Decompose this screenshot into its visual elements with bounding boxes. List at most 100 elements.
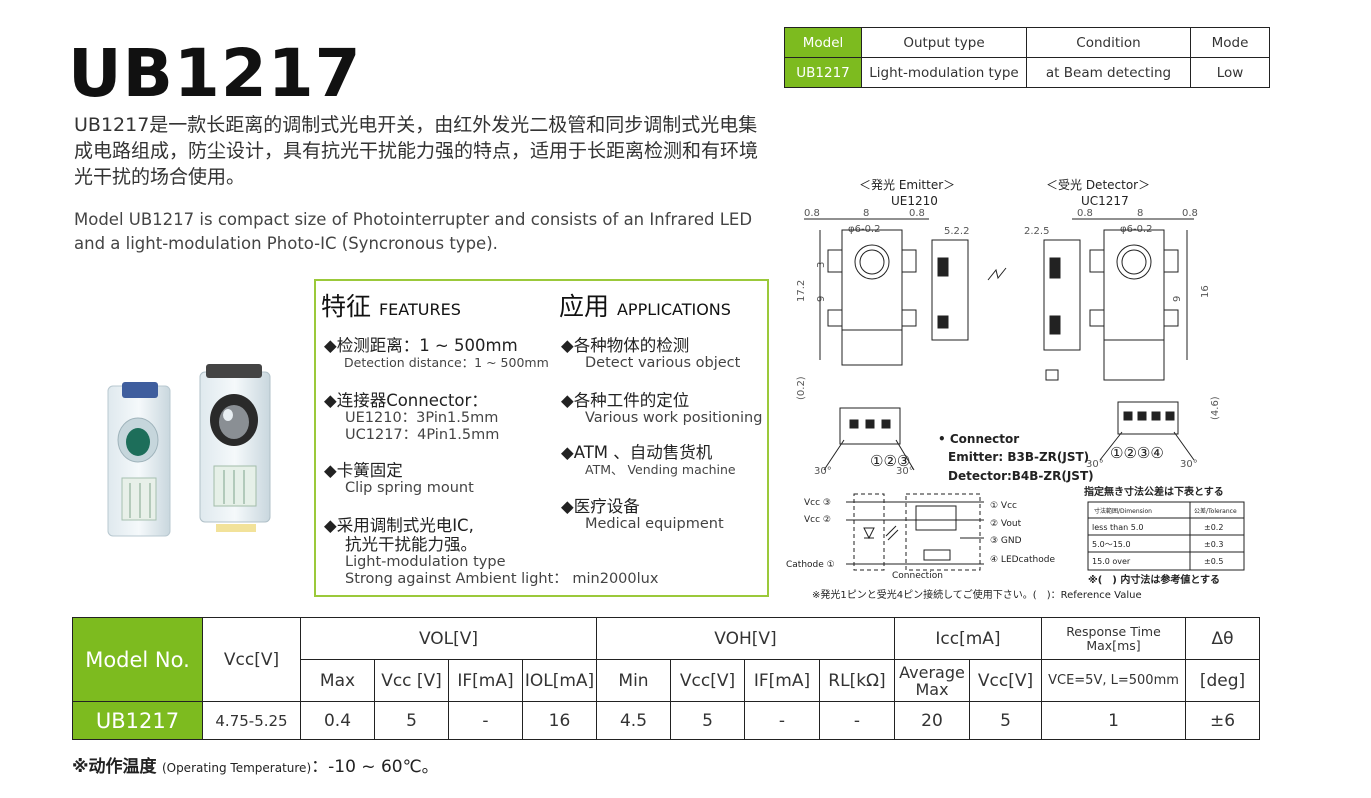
applications-heading: 应用 APPLICATIONS — [559, 292, 731, 325]
tolerance-title: 指定無き寸法公差は下表とする — [1084, 485, 1224, 498]
table-cell: - — [819, 701, 895, 740]
circuit-label: ② Vout — [990, 519, 1022, 529]
dim-label: 17.2 — [796, 280, 807, 302]
circuit-label: ① Vcc — [990, 501, 1017, 511]
feature-cn: 抗光干扰能力强。 — [345, 535, 477, 554]
operating-temperature-note: ※动作温度 (Operating Temperature)：-10 ~ 60℃。 — [72, 752, 439, 777]
connector-detector: Detector:B4B-ZR(JST) — [948, 469, 1094, 483]
header-voh: VOH[V] — [596, 617, 895, 660]
description-chinese: UB1217是一款长距离的调制式光电开关，由红外发光二极管和同步调制式光电集成电… — [74, 114, 759, 188]
table-cell: 4.75-5.25 — [202, 701, 301, 740]
table-cell: 0.4 — [300, 701, 375, 740]
tolerance-head: 寸法範囲/Dimension — [1094, 507, 1152, 515]
header-delta-theta: Δθ — [1185, 617, 1260, 660]
application-en: ATM、 Vending machine — [585, 462, 736, 477]
tolerance-cell: ±0.3 — [1204, 540, 1223, 549]
feature-cn: ◆卡簧固定 — [324, 461, 403, 480]
dim-label: 2.2.5 — [1024, 226, 1049, 237]
dim-label: 16 — [1200, 285, 1211, 298]
application-item: ◆ATM 、自动售货机 ATM、 Vending machine — [561, 443, 736, 477]
detector-model: UC1217 — [1081, 194, 1129, 208]
tolerance-cell: less than 5.0 — [1092, 523, 1143, 532]
product-photo — [107, 364, 271, 537]
subheader: IF[mA] — [744, 659, 820, 702]
circuit-label: Cathode ① — [786, 560, 835, 570]
applications-heading-en: APPLICATIONS — [616, 300, 731, 319]
cell-model: UB1217 — [784, 57, 862, 88]
table-cell: 5 — [670, 701, 745, 740]
page-title: UB1217 — [68, 35, 362, 112]
dim-label: 8 — [1137, 208, 1143, 219]
application-item: ◆各种物体的检测 Detect various object — [561, 336, 740, 372]
table-cell: - — [744, 701, 820, 740]
application-cn: ◆医疗设备 — [561, 497, 640, 516]
subheader: Max — [300, 659, 375, 702]
table-cell: 5 — [374, 701, 449, 740]
application-en: Various work positioning — [585, 410, 763, 426]
header-model-no: Model No. — [72, 617, 203, 702]
table-cell: 4.5 — [596, 701, 671, 740]
header-mode: Mode — [1190, 27, 1270, 58]
header-vol: VOL[V] — [300, 617, 597, 660]
application-item: ◆医疗设备 Medical equipment — [561, 497, 724, 533]
dim-label: 3 — [816, 262, 827, 268]
subheader: IF[mA] — [448, 659, 523, 702]
dim-label: 9 — [1172, 296, 1183, 302]
connector-emitter: Emitter: B3B-ZR(JST) — [948, 450, 1089, 464]
note-cn: ※动作温度 — [72, 757, 157, 777]
table-cell: 16 — [522, 701, 597, 740]
feature-item-modulation: ◆采用调制式光电IC, 抗光干扰能力强。 Light-modulation ty… — [324, 516, 658, 588]
emitter-label: ＜発光 Emitter＞ — [859, 178, 955, 192]
tolerance-head: 公差/Tolerance — [1194, 507, 1237, 515]
connector-title: • Connector — [938, 432, 1019, 446]
subheader: RL[kΩ] — [819, 659, 895, 702]
feature-item-clip: ◆卡簧固定 Clip spring mount — [324, 461, 474, 497]
application-cn: ◆ATM 、自动售货机 — [561, 443, 713, 462]
feature-en: Strong against Ambient light： min2000lux — [345, 571, 659, 587]
dim-label: 0.8 — [1182, 208, 1198, 219]
subheader: Vcc[V] — [969, 659, 1042, 702]
application-item: ◆各种工件的定位 Various work positioning — [561, 391, 762, 427]
feature-cn: ◆连接器Connector： — [324, 391, 488, 410]
applications-heading-cn: 应用 — [559, 292, 610, 321]
features-heading: 特征 FEATURES — [321, 292, 461, 325]
angle-label: 30° — [1180, 459, 1198, 470]
header-icc: Icc[mA] — [894, 617, 1042, 660]
tolerance-cell: 5.0～15.0 — [1092, 540, 1131, 549]
angle-label: 30° — [814, 466, 832, 477]
description-english: Model UB1217 is compact size of Photoint… — [74, 210, 753, 253]
header-response-time: Response Time Max[ms] — [1041, 617, 1186, 660]
feature-cn: ◆采用调制式光电IC, — [324, 516, 474, 535]
header-vcc: Vcc[V] — [202, 617, 301, 702]
feature-cn: ◆检测距离：1 ~ 500mm — [324, 336, 518, 355]
angle-label: 30° — [1086, 459, 1104, 470]
feature-en: Clip spring mount — [345, 480, 474, 496]
subheader: VCE=5V, L=500mm — [1041, 659, 1186, 702]
table-cell-model: UB1217 — [72, 701, 203, 740]
specification-table: Model No. Vcc[V] VOL[V] VOH[V] Icc[mA] R… — [72, 617, 1260, 740]
subheader: Average Max — [894, 659, 970, 702]
dim-label: 0.8 — [909, 208, 925, 219]
application-cn: ◆各种物体的检测 — [561, 336, 690, 355]
dim-label: 5.2.2 — [944, 226, 969, 237]
feature-item-distance: ◆检测距离：1 ~ 500mm Detection distance：1 ~ 5… — [324, 336, 549, 370]
tolerance-cell: 15.0 over — [1092, 557, 1131, 566]
tolerance-cell: ±0.2 — [1204, 523, 1223, 532]
subheader: Min — [596, 659, 671, 702]
dim-label: 0.8 — [804, 208, 820, 219]
dim-label: (4.6) — [1210, 396, 1221, 420]
tolerance-cell: ±0.5 — [1204, 557, 1223, 566]
feature-en: Detection distance：1 ~ 500mm — [344, 355, 549, 370]
table-cell: ±6 — [1185, 701, 1260, 740]
note-value: ：-10 ~ 60℃。 — [311, 757, 439, 777]
note-en: (Operating Temperature) — [161, 761, 312, 775]
wiring-note: ※発光1ピンと受光4ピン接続してご使用下さい。( )：Reference Val… — [812, 588, 1142, 601]
header-condition: Condition — [1026, 27, 1191, 58]
application-cn: ◆各种工件的定位 — [561, 391, 690, 410]
tolerance-note: ※( ) 内寸法は参考値とする — [1088, 573, 1220, 586]
dim-label: 0.8 — [1077, 208, 1093, 219]
circuit-label: Connection — [892, 571, 943, 581]
table-cell: - — [448, 701, 523, 740]
detector-label: ＜受光 Detector＞ — [1046, 178, 1150, 192]
table-cell: 1 — [1041, 701, 1186, 740]
